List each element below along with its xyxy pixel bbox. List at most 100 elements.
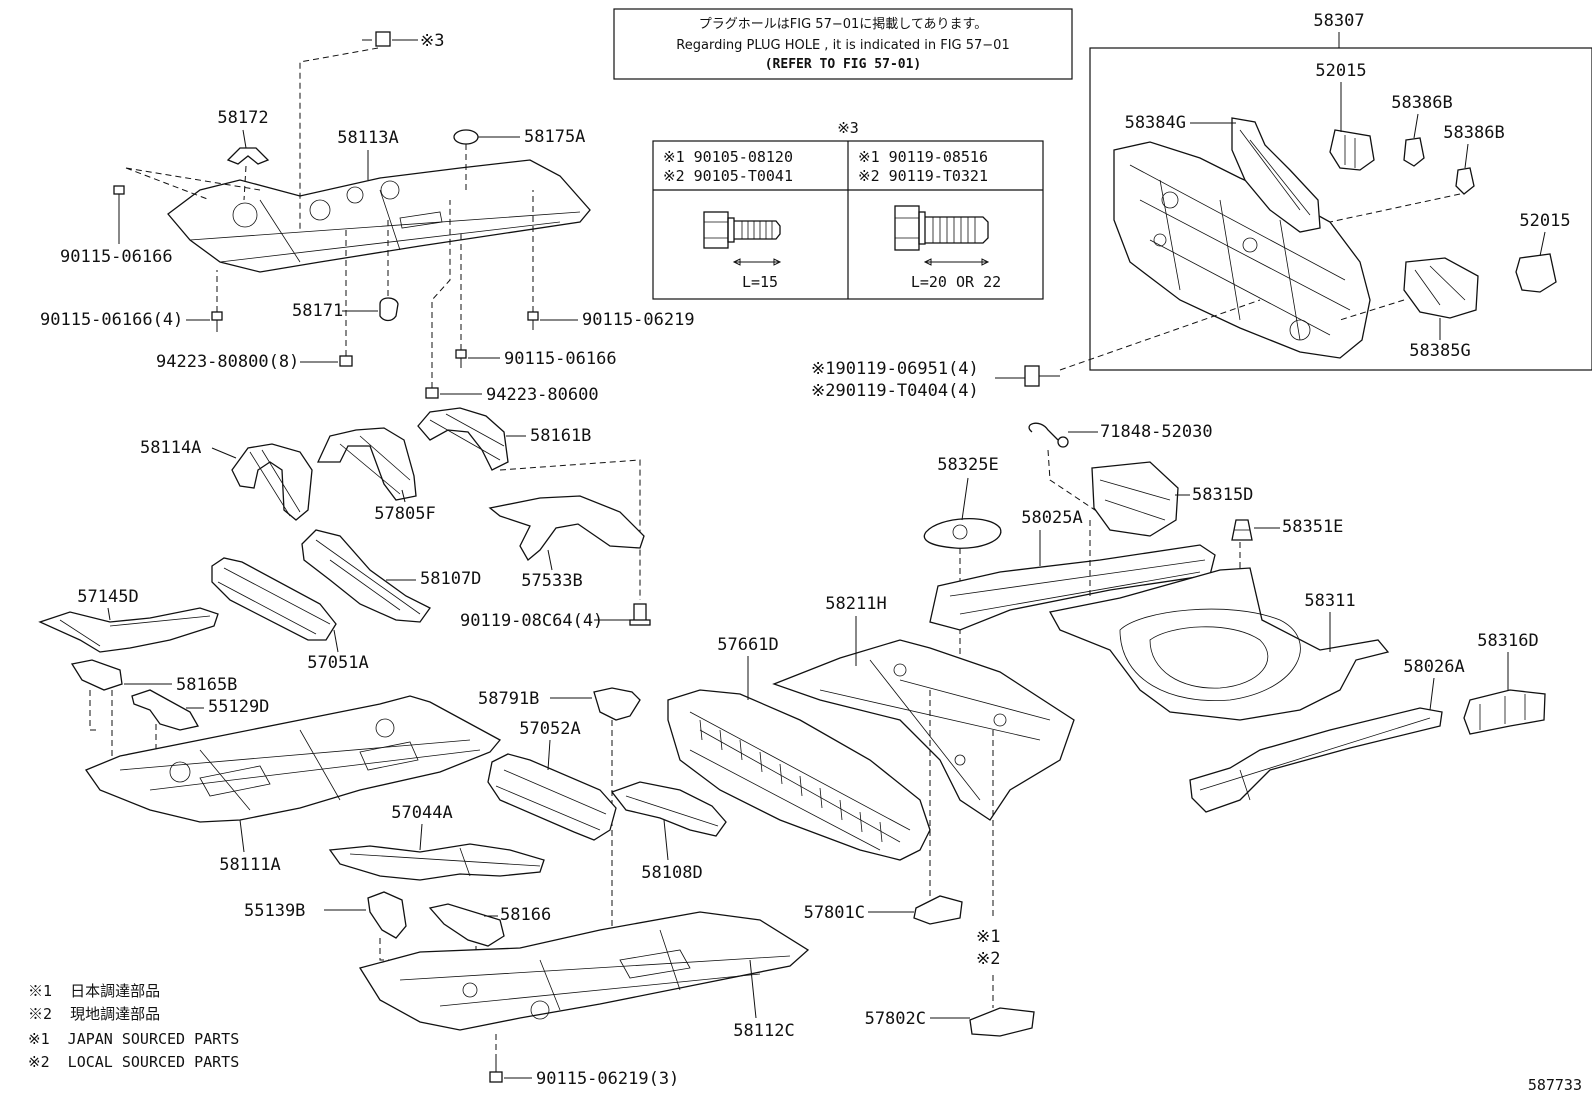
label-58386b-2: 58386B xyxy=(1443,123,1504,143)
screw-90115-06219 xyxy=(527,311,539,330)
plug-58175a xyxy=(453,129,479,145)
bracket-55139b xyxy=(367,891,407,939)
label-58108d: 58108D xyxy=(641,863,702,883)
bolt-top-mark3 xyxy=(362,31,391,47)
floor-pan-58112c xyxy=(358,911,810,1031)
bolt-90119-08c64 xyxy=(629,603,651,626)
note-line-3: (REFER TO FIG 57-01) xyxy=(765,57,922,72)
label-71848-52030: 71848-52030 xyxy=(1100,422,1213,442)
member-57044a xyxy=(328,843,545,881)
plate-58325e xyxy=(923,518,1002,549)
bolt-90119-06951 xyxy=(1024,299,1261,387)
label-57661d: 57661D xyxy=(717,635,778,655)
label-90115-06166-4: 90115-06166(4) xyxy=(40,310,183,330)
label-52015-lower: 52015 xyxy=(1519,211,1570,231)
label-55139b: 55139B xyxy=(244,901,305,921)
rail-58026a xyxy=(1189,707,1443,813)
label-58166: 58166 xyxy=(500,905,551,925)
bracket-58791b xyxy=(593,687,641,721)
spare-tire-tub-58311 xyxy=(1048,567,1390,721)
label-57051a: 57051A xyxy=(307,653,368,673)
plug-hole-note: プラグホールはFIG 57−01に掲載してあります。 Regarding PLU… xyxy=(613,8,1073,80)
rear-panel-group: 58307 58384G 52015 58386B 58386B xyxy=(1089,11,1592,371)
label-58386b-1: 58386B xyxy=(1391,93,1452,113)
legend-jp-1: ※1 日本調達部品 xyxy=(28,982,161,1000)
label-mark-2: ※2 xyxy=(976,949,1000,969)
label-58311: 58311 xyxy=(1304,591,1355,611)
label-57145d: 57145D xyxy=(77,587,138,607)
note-line-2: Regarding PLUG HOLE , it is indicated in… xyxy=(676,38,1009,53)
label-57802c: 57802C xyxy=(865,1009,926,1029)
label-58172: 58172 xyxy=(217,108,268,128)
bracket-58114a xyxy=(231,443,313,521)
label-58385g: 58385G xyxy=(1409,341,1470,361)
label-94223-80600: 94223-80600 xyxy=(486,385,599,405)
reinforcement-57145d xyxy=(38,607,219,653)
clip-58386b-1 xyxy=(1403,137,1425,167)
label-mark-1: ※1 xyxy=(976,927,1000,947)
member-57052a xyxy=(487,753,617,841)
fastener-table: ※3 ※1 90105-08120 ※2 90105-T0041 ※1 9011… xyxy=(652,119,1044,300)
label-90119-08c64: 90119-08C64(4) xyxy=(460,611,603,631)
label-58111a: 58111A xyxy=(219,855,280,875)
label-90115-06219: 90115-06219 xyxy=(582,310,695,330)
label-57801c: 57801C xyxy=(804,903,865,923)
cross-member-57661d xyxy=(667,689,931,861)
note-line-1: プラグホールはFIG 57−01に掲載してあります。 xyxy=(699,16,987,32)
bracket-58316d xyxy=(1463,689,1546,735)
clip-58386b-2 xyxy=(1455,167,1475,195)
bracket-58161b xyxy=(417,407,509,471)
brace-58107d xyxy=(301,529,431,623)
nut-94223-80600 xyxy=(425,387,439,399)
gusset-57533b xyxy=(488,495,645,561)
bracket-55129d xyxy=(131,689,200,731)
rear-back-panel xyxy=(1113,117,1371,359)
legend-en-2: ※2 LOCAL SOURCED PARTS xyxy=(28,1053,240,1071)
label-58791b: 58791B xyxy=(478,689,539,709)
label-90115-06219-3: 90115-06219(3) xyxy=(536,1069,679,1089)
label-58113a: 58113A xyxy=(337,128,398,148)
label-58165b: 58165B xyxy=(176,675,237,695)
label-58325e: 58325E xyxy=(937,455,998,475)
label-58161b: 58161B xyxy=(530,426,591,446)
label-58384g: 58384G xyxy=(1125,113,1186,133)
label-57805f: 57805F xyxy=(374,504,435,524)
fastener-col2-row2: ※2 90119-T0321 xyxy=(858,167,988,185)
screw-90115-06166-4 xyxy=(211,311,223,332)
label-55129d: 55129D xyxy=(208,697,269,717)
screw-90115-06166-a xyxy=(113,185,125,206)
member-57051a xyxy=(211,557,337,641)
fastener-col2-row1: ※1 90119-08516 xyxy=(858,148,988,166)
label-58171: 58171 xyxy=(292,301,343,321)
bracket-52015-upper xyxy=(1329,129,1375,171)
bolt-long-icon xyxy=(894,205,990,266)
legend-en-1: ※1 JAPAN SOURCED PARTS xyxy=(28,1030,240,1048)
cap-58351e xyxy=(1231,519,1253,541)
grommet-58171 xyxy=(379,297,399,322)
brace-58108d xyxy=(610,781,727,837)
label-58307: 58307 xyxy=(1313,11,1364,31)
hook-71848 xyxy=(1028,422,1069,448)
label-57044a: 57044A xyxy=(391,803,452,823)
clip-58172 xyxy=(226,147,270,165)
label-58107d: 58107D xyxy=(420,569,481,589)
bracket-57801c xyxy=(913,895,963,925)
fastener-col1-row2: ※2 90105-T0041 xyxy=(663,167,793,185)
label-mark-3: ※3 xyxy=(420,31,444,51)
label-58211h: 58211H xyxy=(825,594,886,614)
screw-90115-06166-b xyxy=(455,349,467,368)
label-58026a: 58026A xyxy=(1403,657,1464,677)
label-58351e: 58351E xyxy=(1282,517,1343,537)
label-94223-80800: 94223-80800(8) xyxy=(156,352,299,372)
fastener-col1-row1: ※1 90105-08120 xyxy=(663,148,793,166)
label-90115-06166-a: 90115-06166 xyxy=(60,247,173,267)
bracket-58165b xyxy=(70,659,123,691)
label-58025a: 58025A xyxy=(1021,508,1082,528)
label-58112c: 58112C xyxy=(733,1021,794,1041)
bracket-58166 xyxy=(428,903,505,947)
floor-panel-58211h xyxy=(772,639,1075,821)
figure-id: 587733 xyxy=(1528,1076,1582,1094)
label-58316d: 58316D xyxy=(1477,631,1538,651)
floor-pan-58111a xyxy=(85,695,502,823)
